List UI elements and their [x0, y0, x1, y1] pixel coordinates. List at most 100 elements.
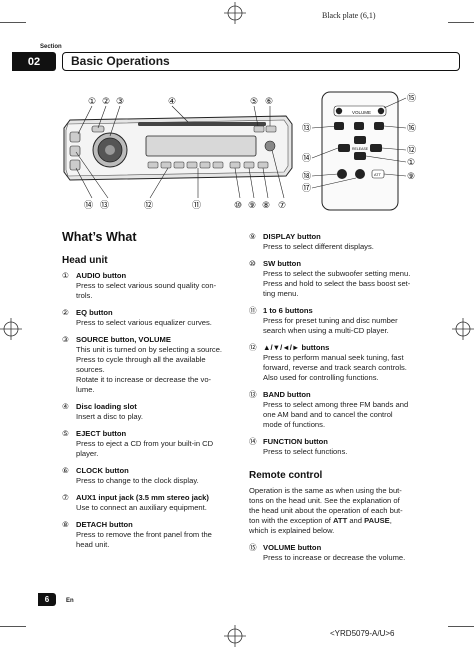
description-line: Press to change to the clock display.: [76, 476, 199, 485]
section-title: Basic Operations: [62, 52, 460, 71]
description-line: Press to select various sound quality co…: [76, 281, 217, 290]
item-heading: ⑨ DISPLAY button: [249, 232, 421, 242]
intro-connector: and: [347, 516, 365, 525]
description-line: Press to select various equalizer curves…: [76, 318, 212, 327]
callout-label: ⑧: [262, 201, 270, 211]
description-line: search when using a multi-CD player.: [263, 326, 389, 335]
item-description: Press to eject a CD from your built-in C…: [62, 439, 232, 459]
callout-label: ⑬: [100, 200, 109, 211]
page-number-badge: 6: [38, 593, 56, 606]
description-line: Press to select the subwoofer setting me…: [263, 269, 411, 278]
description-line: Press to select among three FM bands and: [263, 400, 409, 409]
item-number: ⑩: [249, 259, 256, 268]
description-line: ting menu.: [263, 289, 299, 298]
callout-label: ③: [116, 97, 124, 107]
intro-line: ton with the exception of: [249, 516, 334, 525]
callout-label: ⑬: [302, 123, 311, 134]
intro-line: which is explained below.: [249, 526, 335, 535]
list-item: ⑦ AUX1 input jack (3.5 mm stereo jack)Use…: [62, 493, 232, 513]
item-number: ①: [62, 271, 69, 280]
item-name: Disc loading slot: [76, 402, 137, 411]
item-number: ⑪: [249, 306, 257, 315]
document-code: <YRD5079-A/U>6: [330, 629, 395, 638]
item-number: ②: [62, 308, 69, 317]
item-number: ⑭: [249, 437, 257, 446]
crop-mark: [0, 22, 26, 23]
description-line: Press to remove the front panel from the: [76, 530, 212, 539]
item-description: Use to connect an auxiliary equipment.: [62, 503, 232, 513]
registration-mark-icon: [0, 318, 22, 340]
item-name: BAND button: [263, 390, 311, 399]
callout-label: ⑱: [302, 171, 311, 182]
item-heading: ⑫ ▲/▼/◄/► buttons: [249, 343, 421, 353]
language-label: En: [66, 598, 74, 604]
plate-label: Black plate (6,1): [322, 11, 376, 20]
description-line: mode of functions.: [263, 420, 326, 429]
item-description: Press to select different displays.: [249, 242, 421, 252]
callout-label: ⑮: [407, 93, 416, 104]
callout-label: ②: [102, 97, 110, 107]
head-unit-callouts: ① ② ③ ④ ⑤ ⑥ ⑭ ⑬ ⑫ ⑪ ⑩ ⑨ ⑧ ⑦: [84, 97, 286, 211]
description-line: one AM band and to cancel the control: [263, 410, 393, 419]
description-line: Also used for controlling functions.: [263, 373, 379, 382]
remote-att-label: ATT: [374, 173, 382, 177]
item-heading: ⑧ DETACH button: [62, 520, 232, 530]
item-description: Insert a disc to play.: [62, 412, 232, 422]
item-number: ⑧: [62, 520, 69, 529]
item-name: SW button: [263, 259, 301, 268]
section-number-badge: 02: [12, 52, 56, 71]
item-description: Press to select functions.: [249, 447, 421, 457]
item-name: ▲/▼/◄/► buttons: [263, 343, 330, 352]
intro-line: Operation is the same as when using the …: [249, 486, 402, 495]
item-number: ⑦: [62, 493, 69, 502]
item-name: EQ button: [76, 308, 113, 317]
item-description: This unit is turned on by selecting a so…: [62, 345, 232, 395]
callout-label: ⑪: [192, 200, 201, 211]
callout-label: ⑨: [248, 201, 256, 211]
item-name: DISPLAY button: [263, 232, 321, 241]
item-number: ⑨: [249, 232, 256, 241]
item-number: ⑬: [249, 390, 257, 399]
callout-label: ⑫: [407, 145, 416, 156]
description-line: Press to eject a CD from your built-in C…: [76, 439, 214, 448]
callout-label: ⑫: [144, 200, 153, 211]
item-heading: ⑩ SW button: [249, 259, 421, 269]
intro-line: the head unit about the operation of eac…: [249, 506, 403, 515]
callout-label: ⑤: [250, 97, 258, 107]
section-label: Section: [40, 44, 62, 50]
remote-volume-label: VOLUME: [352, 110, 371, 115]
description-line: Press and hold to select the bass boost …: [263, 279, 411, 288]
callout-label: ⑯: [407, 123, 416, 134]
item-name: DETACH button: [76, 520, 133, 529]
item-name: FUNCTION button: [263, 437, 328, 446]
page-heading: What’s What: [62, 230, 137, 244]
description-line: player.: [76, 449, 99, 458]
callout-label: ⑥: [265, 97, 273, 107]
description-line: head unit.: [76, 540, 110, 549]
description-line: Press to increase or decrease the volume…: [263, 553, 406, 562]
item-heading: ⑦ AUX1 input jack (3.5 mm stereo jack): [62, 493, 232, 503]
callout-label: ①: [88, 97, 96, 107]
item-name: AUX1 input jack (3.5 mm stereo jack): [76, 493, 209, 502]
item-name: VOLUME button: [263, 543, 322, 552]
item-number: ⑫: [249, 343, 257, 352]
description-line: This unit is turned on by selecting a so…: [76, 345, 223, 354]
item-heading: ② EQ button: [62, 308, 232, 318]
item-number: ⑤: [62, 429, 69, 438]
